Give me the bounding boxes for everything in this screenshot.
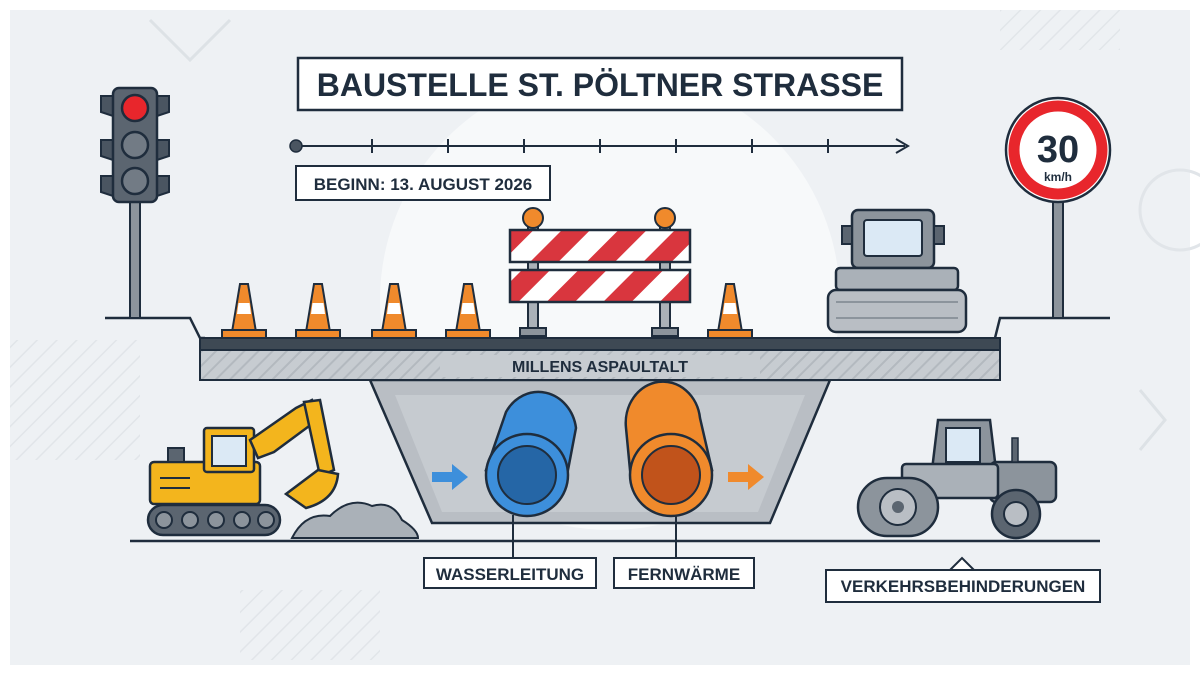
speed-limit-unit: km/h — [1044, 170, 1072, 184]
page-title: BAUSTELLE ST. PÖLTNER STRASSE — [317, 67, 884, 103]
warning-lamp-icon — [654, 207, 676, 229]
road-barrier — [508, 207, 692, 337]
traffic-cone-2 — [295, 283, 341, 339]
background-hatch-top — [1000, 10, 1120, 50]
background-ring — [1138, 168, 1200, 252]
flow-arrow-in-icon — [432, 464, 468, 490]
background-chevron-right — [1138, 389, 1167, 451]
timeline — [289, 138, 910, 154]
excavator — [146, 398, 340, 537]
district-heating-pipe — [624, 380, 714, 558]
road-layer-label: MILLENS ASPAULTALT — [512, 359, 688, 376]
start-date-label: BEGINN: 13. AUGUST 2026 — [314, 175, 533, 194]
flow-arrow-out-icon — [728, 464, 764, 490]
road-roller — [856, 418, 1058, 540]
traffic-label-box — [825, 569, 1101, 603]
excavator-bucket-icon — [283, 468, 340, 510]
start-date-box — [295, 165, 551, 201]
traffic-disruption-label: VERKEHRSBEHINDERUNGEN — [841, 577, 1086, 596]
background-hatch-left — [10, 340, 140, 460]
trench-inner — [395, 395, 805, 512]
water-pipe-label: WASSERLEITUNG — [436, 565, 584, 584]
background-hatch-bottom — [240, 590, 380, 660]
warning-lamp-icon — [522, 207, 544, 229]
heating-pipe-label-box — [613, 557, 755, 589]
title-box — [296, 56, 904, 112]
dirt-pile — [290, 501, 420, 539]
traffic-cone-1 — [221, 283, 267, 339]
water-pipe-label-box — [423, 557, 597, 589]
heating-pipe-label: FERNWÄRME — [628, 565, 740, 584]
traffic-cone-3 — [371, 283, 417, 339]
callout-pointer — [949, 556, 975, 571]
timeline-start-dot — [289, 139, 303, 153]
traffic-cone-5 — [707, 283, 753, 339]
speed-limit-value: 30 — [1037, 129, 1079, 171]
speed-limit-sign: 30 km/h — [1004, 96, 1112, 319]
red-light-icon — [120, 93, 150, 123]
asphalt-top-layer — [199, 337, 1001, 351]
ground-line-right — [993, 316, 1110, 339]
road-layer-label-bg — [440, 355, 760, 377]
traffic-light — [100, 86, 170, 319]
water-pipe — [484, 390, 578, 558]
traffic-cone-4 — [445, 283, 491, 339]
background-chevron — [148, 18, 232, 63]
compactor-machine — [826, 208, 968, 334]
